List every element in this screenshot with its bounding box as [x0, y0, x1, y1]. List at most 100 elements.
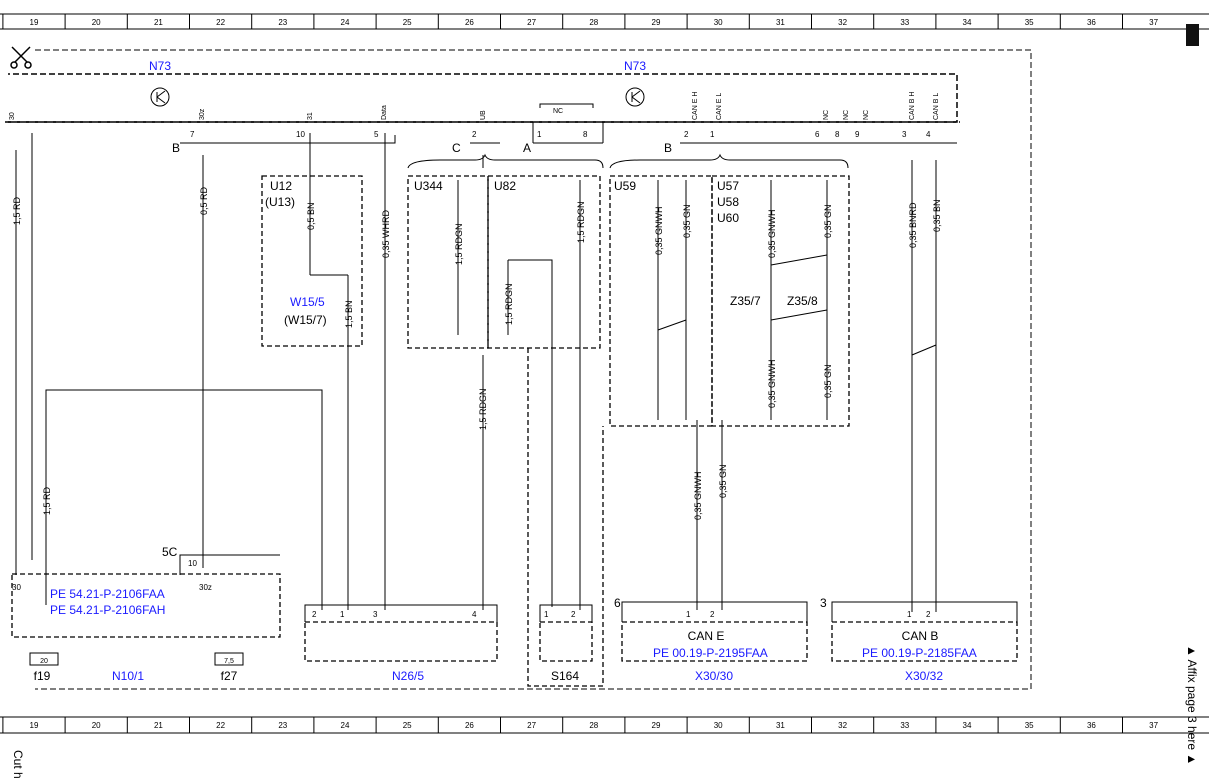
transistor-icon — [150, 87, 170, 107]
connector-label-3: 3 — [820, 596, 827, 610]
fuse-rating: 7,5 — [224, 658, 234, 665]
reference-link: PE 54.21-P-2106FAH — [50, 603, 165, 617]
pin-label: 3 — [902, 130, 907, 139]
pin-label: 4 — [926, 130, 931, 139]
component-label-s164: S164 — [551, 669, 579, 683]
ruler-top-number: 24 — [341, 18, 350, 27]
pin-name-label: 30 — [9, 112, 16, 120]
reference-link: PE 54.21-P-2106FAA — [50, 587, 165, 601]
ruler-top-number: 23 — [278, 18, 287, 27]
pin-name-label: Data — [381, 105, 388, 120]
component-label-f19: f19 — [34, 669, 51, 683]
connector-label-6: 6 — [614, 596, 621, 610]
pin-label: 5 — [374, 130, 379, 139]
connector-label-5c: 5C — [162, 545, 178, 559]
wire-label: 0,35 GNWH — [654, 206, 664, 255]
component-label-n26-5: N26/5 — [392, 669, 424, 683]
pin-name-label: NC — [553, 108, 563, 115]
ruler-bottom-number: 21 — [154, 721, 163, 730]
component-label-n73: N73 — [624, 59, 646, 73]
component-label-can-e: CAN E — [688, 629, 725, 643]
pin-label: 1 — [340, 610, 345, 619]
pin-label: 2 — [571, 610, 576, 619]
ruler-bottom-number: 31 — [776, 721, 785, 730]
ruler-bottom-number: 24 — [341, 721, 350, 730]
ruler-bottom-number: 26 — [465, 721, 474, 730]
wire-label: 0,35 GN — [718, 464, 728, 498]
ruler-bottom-number: 28 — [589, 721, 598, 730]
ruler-bottom-number: 32 — [838, 721, 847, 730]
module-frame — [35, 49, 1032, 690]
component-label-x30-32: X30/32 — [905, 669, 943, 683]
cut-here-label: Cut here — [11, 750, 25, 778]
ruler-top-number: 25 — [403, 18, 412, 27]
pin-label: 30 — [12, 583, 21, 592]
affix-page-label: ▲ Affix page 3 here ▲ — [1185, 645, 1199, 765]
ruler-top-number: 22 — [216, 18, 225, 27]
pin-name-label: CAN E L — [716, 93, 723, 120]
wire-label: 0,35 BNRD — [908, 202, 918, 248]
connector-label-c: C — [452, 141, 461, 155]
reference-link: PE 00.19-P-2185FAA — [862, 646, 977, 660]
pin-label: 4 — [472, 610, 477, 619]
n73-housing — [8, 73, 958, 123]
pin-label: 1 — [710, 130, 715, 139]
pin-name-label: CAN E H — [692, 92, 699, 120]
pin-label: 2 — [926, 610, 931, 619]
wire-label: 0,5 BN — [306, 202, 316, 230]
pin-label: 2 — [312, 610, 317, 619]
component-label-x30-30: X30/30 — [695, 669, 733, 683]
component-label-u12: U12 — [270, 179, 292, 193]
ruler-bottom-number: 33 — [900, 721, 909, 730]
ruler-bottom-number: 37 — [1149, 721, 1158, 730]
ruler-bottom-number: 22 — [216, 721, 225, 730]
wire-label: 1,5 BN — [344, 300, 354, 328]
ruler-top — [0, 13, 1209, 30]
ruler-bottom-number: 20 — [92, 721, 101, 730]
pin-label: 7 — [190, 130, 195, 139]
connector-label-b: B — [172, 141, 180, 155]
ruler-bottom-number: 34 — [963, 721, 972, 730]
wire-label: 0,35 GNWH — [767, 359, 777, 408]
pin-label: 30z — [199, 583, 212, 592]
component-label-u57: U57 — [717, 179, 739, 193]
ruler-bottom-number: 29 — [652, 721, 661, 730]
pin-label: 2 — [684, 130, 689, 139]
pin-name-label: UB — [480, 110, 487, 120]
ruler-top-number: 20 — [92, 18, 101, 27]
ruler-top-number: 30 — [714, 18, 723, 27]
wiring-lines — [15, 133, 937, 612]
ruler-top-number: 37 — [1149, 18, 1158, 27]
wire-label: 1,5 RDGN — [504, 283, 514, 325]
pin-label: 9 — [855, 130, 860, 139]
component-label-u59: U59 — [614, 179, 636, 193]
component-label-u82: U82 — [494, 179, 516, 193]
pin-label: 3 — [373, 610, 378, 619]
ruler-bottom — [0, 716, 1209, 734]
wire-label: 0,35 GNWH — [693, 471, 703, 520]
ruler-bottom-number: 25 — [403, 721, 412, 730]
ruler-bottom-number: 30 — [714, 721, 723, 730]
component-label-z35-7: Z35/7 — [730, 294, 761, 308]
ruler-bottom-number: 27 — [527, 721, 536, 730]
ruler-top-number: 29 — [652, 18, 661, 27]
ruler-top-number: 36 — [1087, 18, 1096, 27]
component-label-u344: U344 — [414, 179, 443, 193]
component-label-f27: f27 — [221, 669, 238, 683]
component-label-u58: U58 — [717, 195, 739, 209]
pin-label: 8 — [835, 130, 840, 139]
ruler-bottom-number: 19 — [30, 721, 39, 730]
component-label-can-b: CAN B — [902, 629, 939, 643]
wire-label: 0,35 WHRD — [381, 209, 391, 258]
scissors-icon — [10, 46, 32, 69]
pin-label: 8 — [583, 130, 588, 139]
wire-label: 0,5 RD — [199, 186, 209, 215]
pin-label: 1 — [907, 610, 912, 619]
wire-label: 1,5 RDGN — [454, 223, 464, 265]
pin-label: 2 — [710, 610, 715, 619]
pin-label: 10 — [188, 559, 197, 568]
pin-name-label: NC — [823, 110, 830, 120]
wire-label: 0,35 GN — [823, 204, 833, 238]
pin-label: 1 — [544, 610, 549, 619]
